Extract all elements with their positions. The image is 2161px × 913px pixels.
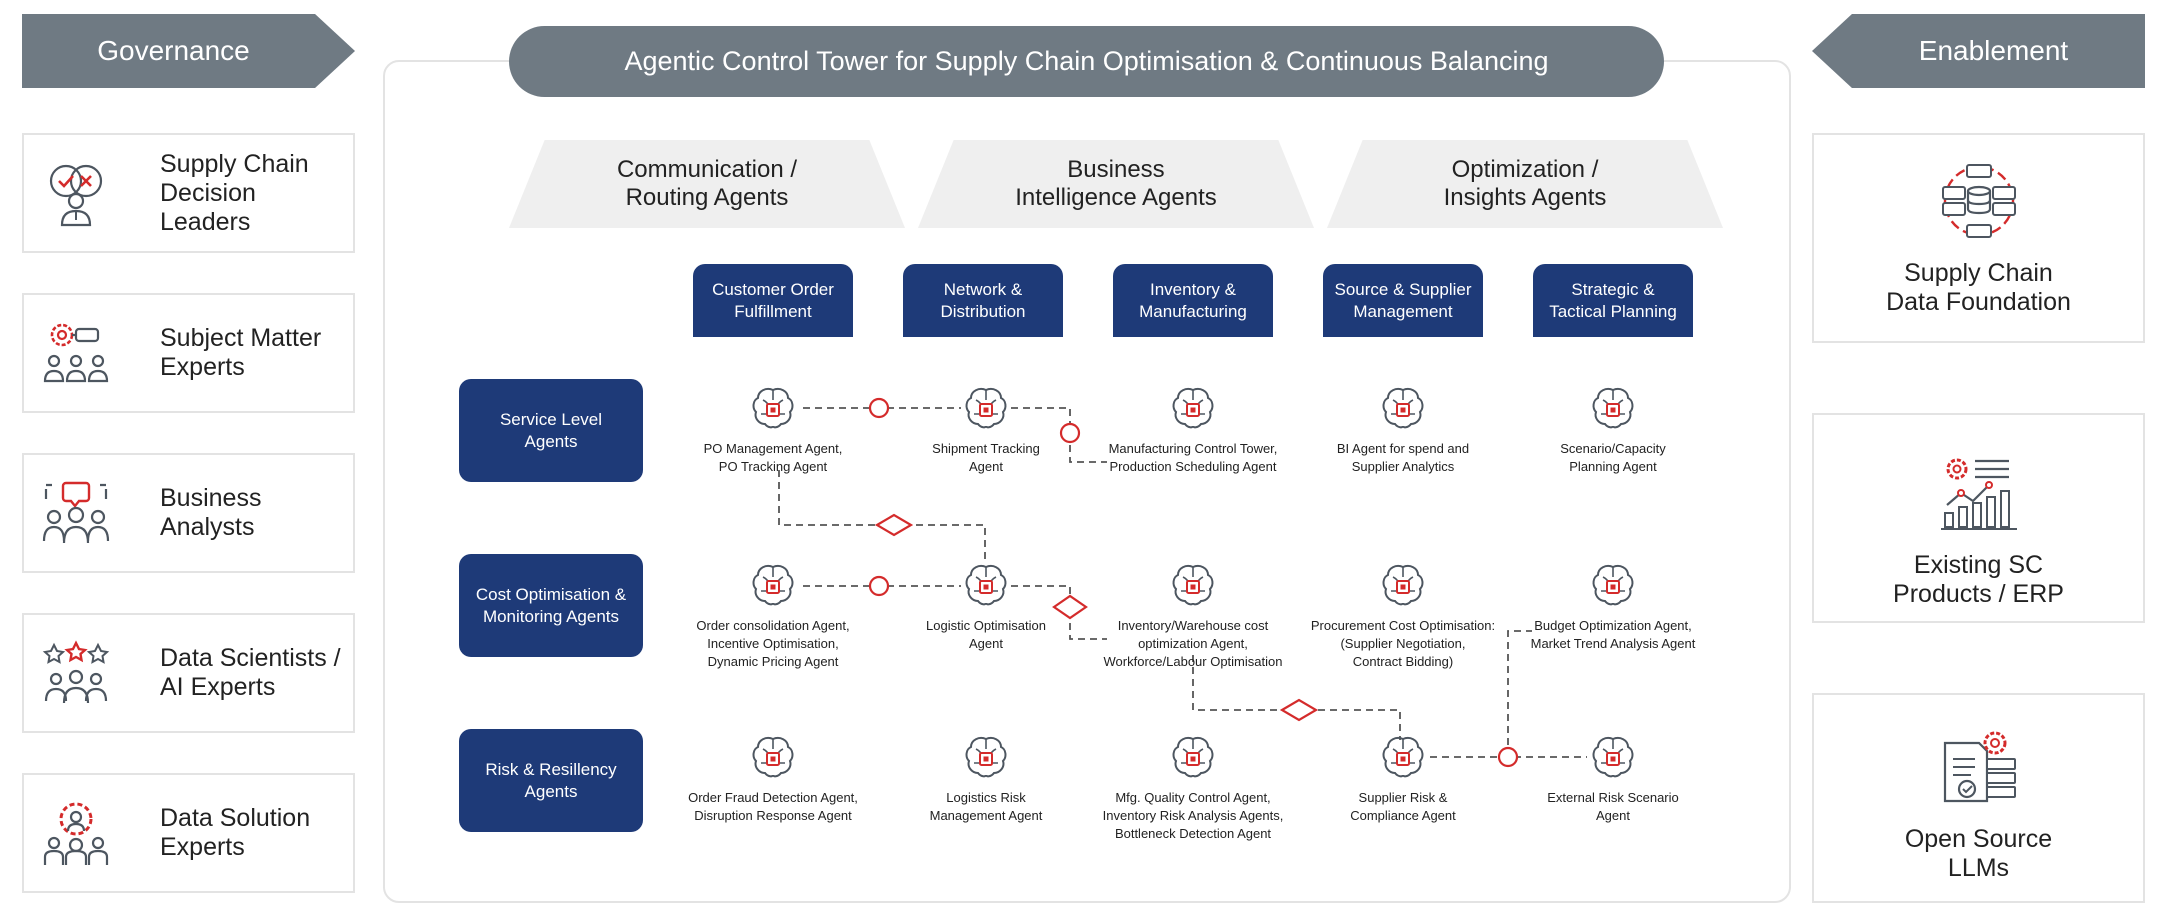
agent-name: Inventory/Warehouse cost optimization Ag…: [1103, 618, 1283, 669]
ai-brain-icon: [965, 737, 1007, 778]
agent-cell: Manufacturing Control Tower, Production …: [1093, 384, 1293, 476]
column-label: Network & Distribution: [940, 279, 1026, 321]
enablement-title: Enablement: [1918, 35, 2069, 66]
row-label: Service Level Agents: [499, 409, 603, 451]
agent-name: Logistic Optimisation Agent: [926, 618, 1046, 651]
column-header-network-distribution: Network & Distribution: [903, 264, 1063, 337]
row-header-risk-resiliency: Risk & Resillency Agents: [459, 729, 643, 832]
enablement-card-erp: Existing SC Products / ERP: [1812, 413, 2145, 623]
agent-name: Budget Optimization Agent, Market Trend …: [1530, 618, 1696, 651]
group-optimization-insights: Optimization / Insights Agents: [1327, 140, 1723, 228]
agent-cell: Order Fraud Detection Agent, Disruption …: [673, 733, 873, 825]
erp-analytics-icon: [1940, 458, 2017, 530]
agent-name: Manufacturing Control Tower, Production …: [1108, 441, 1278, 474]
ai-brain-icon: [752, 388, 794, 429]
column-header-strategic-planning: Strategic & Tactical Planning: [1533, 264, 1693, 337]
enablement-label: Existing SC Products / ERP: [1893, 551, 2064, 608]
agent-name: External Risk Scenario Agent: [1547, 790, 1679, 823]
agent-cell: PO Management Agent, PO Tracking Agent: [673, 384, 873, 476]
row-label: Risk & Resillency Agents: [485, 759, 617, 801]
group-communication-routing: Communication / Routing Agents: [509, 140, 905, 228]
agent-cell: Mfg. Quality Control Agent, Inventory Ri…: [1093, 733, 1293, 843]
solution-experts-icon: [43, 802, 109, 865]
enablement-label: Supply Chain Data Foundation: [1886, 259, 2071, 316]
agent-cell: Logistics Risk Management Agent: [886, 733, 1086, 825]
group-label: Optimization / Insights Agents: [1443, 156, 1607, 211]
agent-cell: External Risk Scenario Agent: [1513, 733, 1713, 825]
ai-brain-icon: [1382, 737, 1424, 778]
agent-name: PO Management Agent, PO Tracking Agent: [703, 441, 843, 474]
agent-name: Procurement Cost Optimisation: (Supplier…: [1310, 618, 1496, 669]
governance-label: Business Analysts: [160, 484, 262, 541]
agent-cell: Supplier Risk & Compliance Agent: [1303, 733, 1503, 825]
governance-banner: Governance: [22, 14, 355, 88]
governance-label: Subject Matter Experts: [160, 324, 322, 381]
enablement-card-data-foundation: Supply Chain Data Foundation: [1812, 133, 2145, 343]
agent-cell: Inventory/Warehouse cost optimization Ag…: [1093, 561, 1293, 671]
column-label: Customer Order Fulfillment: [712, 279, 834, 321]
governance-card-decision-leaders: Supply Chain Decision Leaders: [22, 133, 355, 253]
ai-brain-icon: [1592, 737, 1634, 778]
agent-cell: Shipment Tracking Agent: [886, 384, 1086, 476]
data-scientists-icon: [42, 640, 110, 704]
row-label: Cost Optimisation & Monitoring Agents: [475, 584, 627, 626]
ai-brain-icon: [965, 565, 1007, 606]
ai-brain-icon: [1382, 565, 1424, 606]
llm-document-icon: [1943, 731, 2016, 803]
agent-name: BI Agent for spend and Supplier Analytic…: [1336, 441, 1470, 474]
analysts-icon: [42, 481, 110, 544]
governance-label: Data Solution Experts: [160, 804, 311, 861]
governance-card-sme: Subject Matter Experts: [22, 293, 355, 413]
governance-card-data-scientists: Data Scientists / AI Experts: [22, 613, 355, 733]
column-header-order-fulfillment: Customer Order Fulfillment: [693, 264, 853, 337]
group-label: Business Intelligence Agents: [1015, 156, 1217, 211]
agent-cell: Logistic Optimisation Agent: [886, 561, 1086, 653]
ai-brain-icon: [1172, 388, 1214, 429]
agent-name: Scenario/Capacity Planning Agent: [1560, 441, 1666, 474]
group-business-intelligence: Business Intelligence Agents: [918, 140, 1314, 228]
agent-name: Order consolidation Agent, Incentive Opt…: [696, 618, 850, 669]
ai-brain-icon: [1382, 388, 1424, 429]
column-label: Strategic & Tactical Planning: [1549, 279, 1677, 321]
expert-team-icon: [43, 323, 109, 383]
ai-brain-icon: [1592, 388, 1634, 429]
column-header-inventory-manufacturing: Inventory & Manufacturing: [1113, 264, 1273, 337]
row-header-service-level: Service Level Agents: [459, 379, 643, 482]
governance-label: Data Scientists / AI Experts: [160, 644, 341, 701]
enablement-label: Open Source LLMs: [1904, 825, 2053, 882]
governance-card-analysts: Business Analysts: [22, 453, 355, 573]
agent-cell: Order consolidation Agent, Incentive Opt…: [673, 561, 873, 671]
agent-name: Supplier Risk & Compliance Agent: [1350, 790, 1456, 823]
column-label: Inventory & Manufacturing: [1139, 279, 1247, 321]
ai-brain-icon: [1172, 737, 1214, 778]
agent-name: Logistics Risk Management Agent: [929, 790, 1043, 823]
agent-cell: Scenario/Capacity Planning Agent: [1513, 384, 1713, 476]
column-header-source-supplier: Source & Supplier Management: [1323, 264, 1483, 337]
agent-name: Order Fraud Detection Agent, Disruption …: [688, 790, 858, 823]
control-tower-title-text: Agentic Control Tower for Supply Chain O…: [624, 46, 1549, 76]
enablement-banner: Enablement: [1812, 14, 2145, 88]
agent-cell: Procurement Cost Optimisation: (Supplier…: [1303, 561, 1503, 671]
enablement-card-llms: Open Source LLMs: [1812, 693, 2145, 903]
agent-cell: BI Agent for spend and Supplier Analytic…: [1303, 384, 1503, 476]
agent-name: Mfg. Quality Control Agent, Inventory Ri…: [1102, 790, 1284, 841]
ai-brain-icon: [752, 565, 794, 606]
ai-brain-icon: [1592, 565, 1634, 606]
database-icon: [1941, 164, 2016, 238]
ai-brain-icon: [1172, 565, 1214, 606]
agent-cell: Budget Optimization Agent, Market Trend …: [1513, 561, 1713, 653]
column-label: Source & Supplier Management: [1334, 279, 1472, 321]
decision-leader-icon: [49, 164, 103, 227]
row-header-cost-optimisation: Cost Optimisation & Monitoring Agents: [459, 554, 643, 657]
agent-name: Shipment Tracking Agent: [932, 441, 1040, 474]
governance-card-solution-experts: Data Solution Experts: [22, 773, 355, 893]
ai-brain-icon: [752, 737, 794, 778]
governance-title: Governance: [97, 35, 250, 66]
governance-label: Supply Chain Decision Leaders: [160, 149, 309, 236]
ai-brain-icon: [965, 388, 1007, 429]
control-tower-title: Agentic Control Tower for Supply Chain O…: [509, 26, 1664, 97]
group-label: Communication / Routing Agents: [616, 156, 798, 211]
